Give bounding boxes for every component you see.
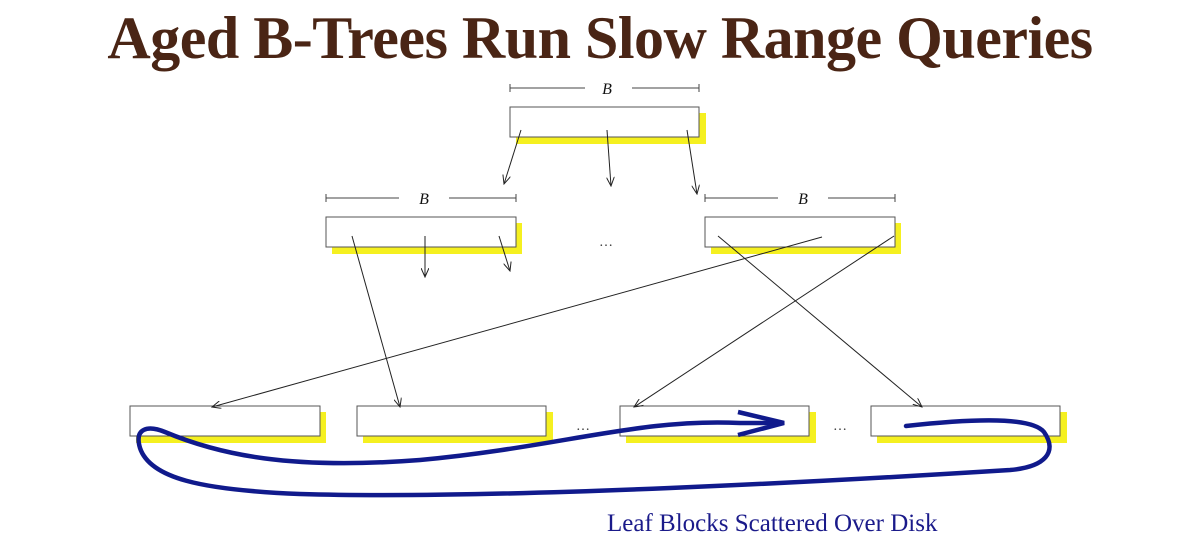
leaf-block <box>870 405 1067 443</box>
dimension-root: B <box>509 81 700 98</box>
dimension-mid-right: B <box>704 191 896 208</box>
b-label-mid-left: B <box>419 191 429 208</box>
diagram-caption: Leaf Blocks Scattered Over Disk <box>607 510 938 537</box>
slide-title: Aged B-Trees Run Slow Range Queries <box>107 5 1093 71</box>
leaf-block <box>129 405 326 443</box>
dimension-mid-left: B <box>325 191 517 208</box>
internal-node-left <box>325 216 522 254</box>
b-label-root: B <box>602 81 612 98</box>
range-scan-path <box>136 409 1052 498</box>
ellipsis-leaf-2: … <box>833 419 847 434</box>
ellipsis-leaf-1: … <box>576 419 590 434</box>
ellipsis-mid: … <box>599 235 613 250</box>
internal-node-right <box>704 216 901 254</box>
root-node <box>509 106 706 144</box>
b-label-mid-right: B <box>798 191 808 208</box>
child-pointers <box>212 129 922 407</box>
leaf-block <box>356 405 553 443</box>
